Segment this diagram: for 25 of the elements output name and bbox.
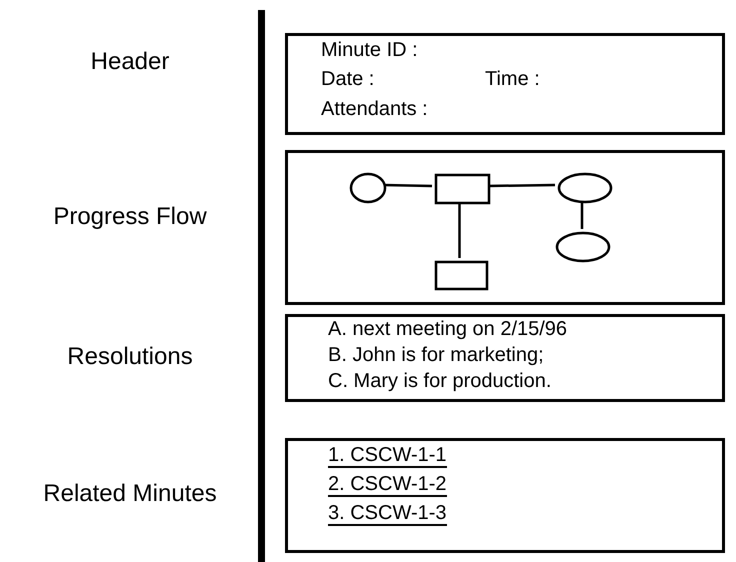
resolution-text: A. next meeting on 2/15/96	[328, 318, 568, 340]
flow-box	[435, 174, 490, 204]
field-label: Attendants :	[321, 98, 428, 120]
flow-circle	[350, 173, 386, 203]
field-label: Date :	[321, 68, 374, 90]
flow-panel	[285, 150, 725, 305]
section-label: Related Minutes	[43, 480, 217, 508]
minute-link: 2. CSCW-1-2	[328, 473, 447, 497]
resolution-text: B. John is for marketing;	[328, 344, 544, 366]
resolution-text: C. Mary is for production.	[328, 370, 552, 392]
minute-link: 1. CSCW-1-1	[328, 444, 447, 468]
minute-link: 3. CSCW-1-3	[328, 502, 447, 526]
field-label: Minute ID :	[321, 39, 418, 61]
section-label: Progress Flow	[53, 203, 207, 231]
field-label: Time :	[485, 68, 540, 90]
section-label: Header	[90, 48, 170, 76]
flow-ellipse	[558, 173, 612, 203]
section-box	[285, 314, 725, 402]
flow-box	[435, 261, 488, 290]
connector-line	[382, 184, 432, 188]
section-label: Resolutions	[67, 343, 193, 371]
section-box	[285, 438, 725, 553]
flow-ellipse	[556, 232, 610, 262]
section-box	[285, 33, 725, 135]
connector-line	[580, 200, 584, 229]
